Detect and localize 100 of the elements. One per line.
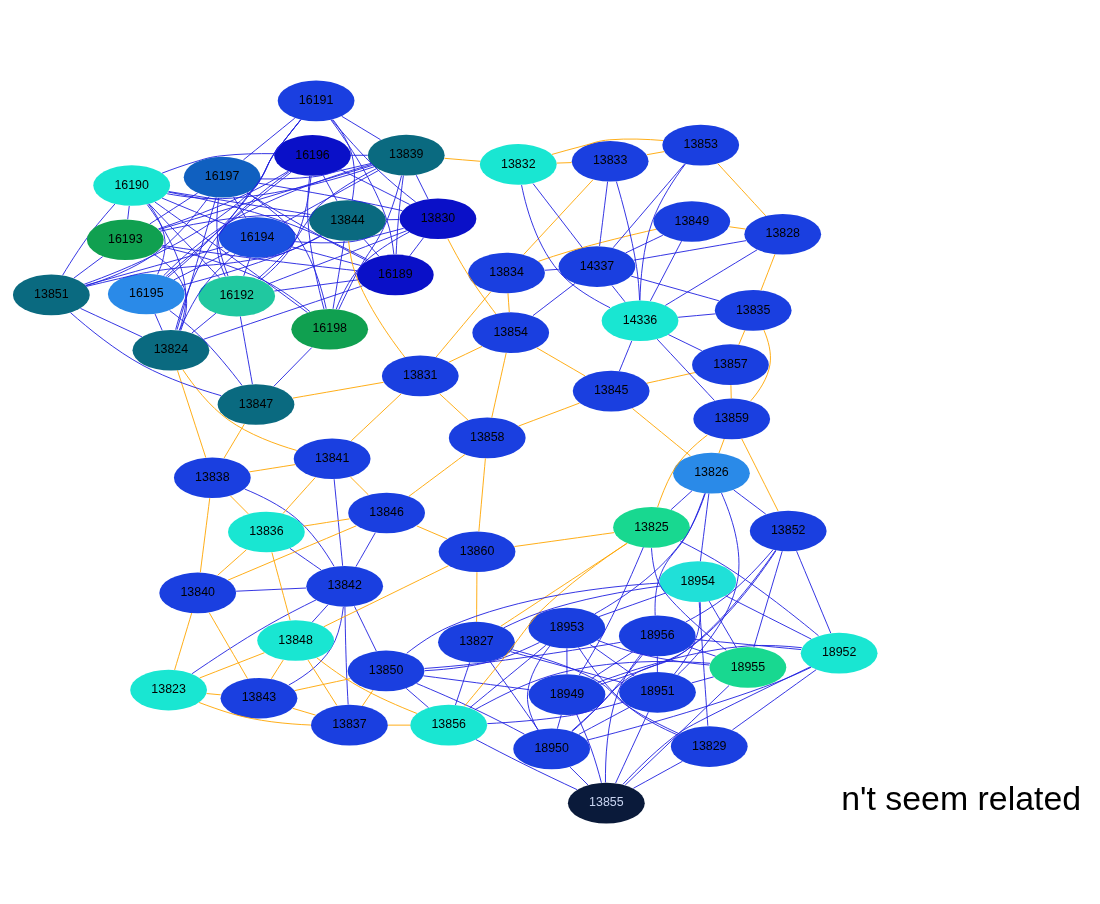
connector [166, 166, 375, 200]
connector [651, 547, 727, 651]
node-ellipse: 16196 [274, 135, 351, 176]
connector [198, 702, 312, 726]
node-ellipse: 18951 [619, 672, 696, 713]
connector [270, 659, 284, 680]
connector [303, 518, 350, 527]
node-ellipse: 16192 [198, 275, 276, 317]
connector [348, 240, 406, 358]
connector [260, 175, 312, 281]
node-ellipse: 16194 [218, 217, 296, 258]
connector [728, 226, 747, 230]
connector [292, 707, 317, 716]
connector [673, 601, 701, 675]
node-ellipse: 18949 [528, 674, 606, 715]
node-ellipse: 18954 [659, 561, 737, 602]
connector [161, 153, 275, 174]
connector [182, 369, 298, 451]
connector [537, 228, 657, 262]
connector [148, 203, 220, 279]
connector [586, 666, 812, 741]
connector [476, 571, 478, 623]
connector [633, 240, 747, 261]
connector [454, 661, 471, 706]
connector [435, 291, 492, 358]
connector [536, 347, 586, 377]
connector [409, 237, 424, 257]
connector [423, 675, 530, 691]
connector [691, 676, 715, 684]
node-ellipse: 13830 [399, 198, 477, 240]
node-ellipse: 13829 [670, 726, 748, 767]
node-ellipse: 13834 [468, 252, 545, 294]
connector [439, 393, 469, 421]
connector [605, 653, 642, 783]
connector [656, 655, 658, 673]
connector [223, 423, 245, 459]
connector [474, 661, 711, 711]
connector [62, 203, 116, 276]
connector [599, 550, 777, 685]
connector [199, 497, 211, 573]
connector [339, 169, 411, 205]
connector [646, 372, 696, 384]
connector [750, 329, 771, 402]
node-ellipse: 13845 [572, 370, 650, 412]
connector [416, 682, 525, 735]
connector [416, 525, 448, 540]
connector [282, 477, 316, 514]
connector [179, 253, 236, 331]
node-ellipse: 13847 [217, 384, 295, 425]
node-ellipse: 13846 [348, 492, 425, 534]
connector [161, 246, 311, 312]
node-ellipse: 13851 [12, 274, 90, 316]
connector [273, 279, 359, 292]
connector [322, 174, 338, 202]
node-ellipse: 18952 [800, 632, 878, 674]
connector [677, 492, 740, 676]
connector [677, 313, 716, 318]
connector [630, 275, 720, 302]
connector [717, 163, 767, 217]
connector [406, 582, 660, 654]
node-ellipse: 13826 [673, 452, 750, 494]
connector [292, 381, 384, 399]
connector [85, 196, 210, 287]
connector [448, 346, 483, 363]
node-ellipse: 13835 [714, 290, 792, 331]
connector [260, 163, 372, 180]
node-ellipse: 16189 [356, 254, 434, 296]
connector [350, 393, 402, 442]
connector [70, 312, 222, 397]
connector [598, 592, 667, 618]
connector [83, 119, 302, 285]
connector [464, 542, 628, 707]
node-ellipse: 13844 [309, 200, 386, 241]
connector [664, 249, 758, 306]
connector [544, 268, 560, 271]
connector [699, 493, 710, 562]
connector [242, 117, 296, 161]
connector [307, 175, 325, 310]
connector [591, 651, 634, 680]
connector [350, 154, 369, 156]
node-ellipse: 13838 [173, 457, 251, 499]
connector [668, 334, 703, 352]
connector [191, 312, 217, 334]
node-ellipse: 16195 [107, 273, 185, 315]
node-ellipse: 13827 [438, 621, 515, 663]
label: n't seem related [841, 778, 1082, 817]
node-ellipse: 16197 [183, 156, 261, 198]
connector [688, 646, 717, 657]
connector [571, 654, 644, 732]
node-ellipse: 13855 [567, 782, 645, 824]
connector [733, 489, 767, 515]
node-ellipse: 18956 [618, 615, 696, 657]
connector [578, 706, 631, 735]
connector [73, 256, 104, 279]
connector [679, 540, 819, 637]
node-ellipse: 18953 [528, 607, 606, 649]
connector [532, 282, 576, 317]
connector [248, 464, 296, 473]
connector [127, 205, 130, 220]
node-ellipse: 18950 [513, 728, 591, 770]
